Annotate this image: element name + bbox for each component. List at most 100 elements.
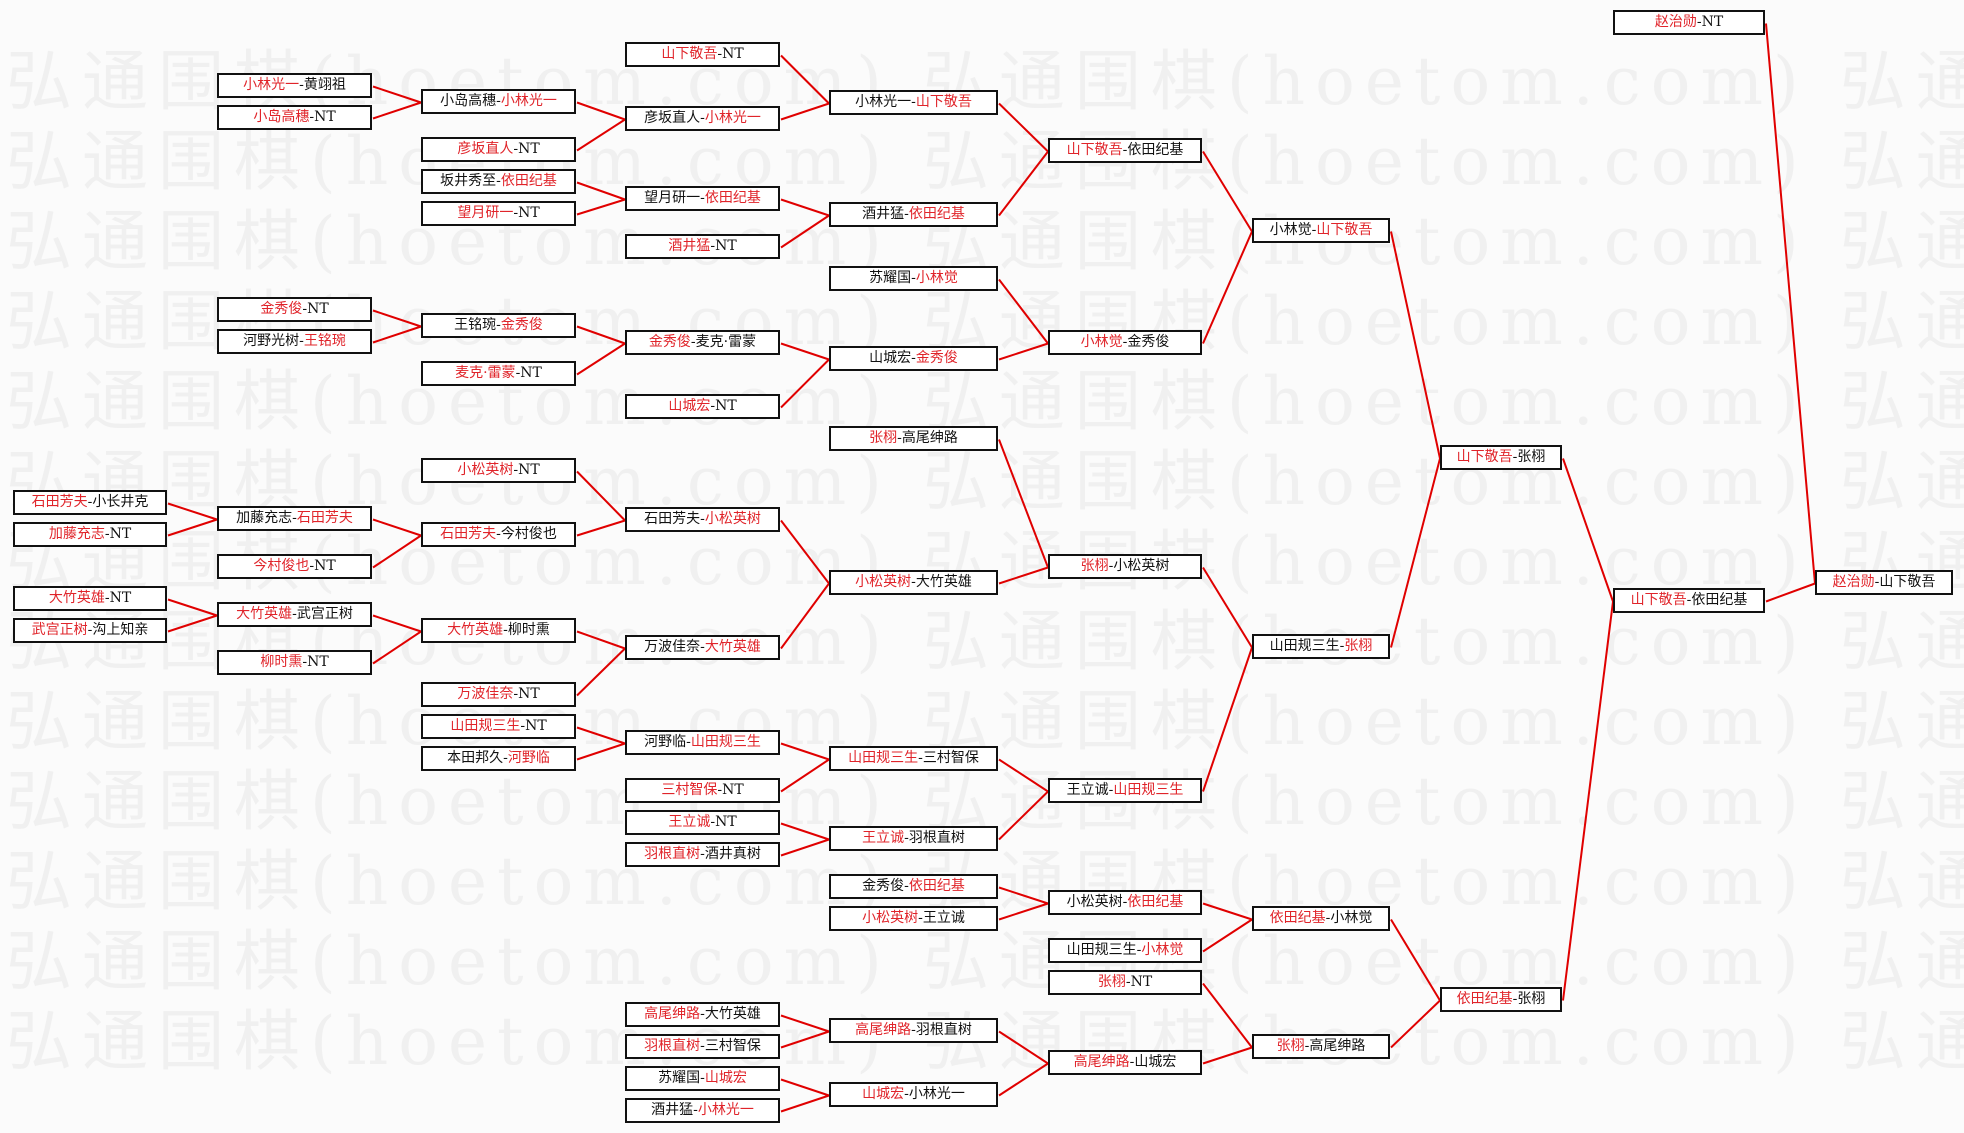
player-2-name: 依田纪基 xyxy=(1691,592,1748,608)
bracket-connector xyxy=(372,534,422,569)
match-box: 金秀俊-依田纪基 xyxy=(829,874,998,899)
match-box: 加藤充志-石田芳夫 xyxy=(217,506,372,531)
separator: - xyxy=(292,510,297,526)
separator: - xyxy=(700,1070,705,1086)
separator: - xyxy=(513,686,519,702)
separator: - xyxy=(717,782,723,798)
match-box: 小林光一-黄翊祖 xyxy=(217,73,372,98)
player-1-name: 金秀俊 xyxy=(260,301,303,317)
separator: - xyxy=(87,494,93,510)
player-2-name: 三村智保 xyxy=(922,750,979,766)
separator: - xyxy=(700,190,705,206)
separator: - xyxy=(496,317,501,333)
player-2-name: 金秀俊 xyxy=(915,350,958,366)
match-box: 王铭琬-金秀俊 xyxy=(421,313,576,338)
player-1-name: 加藤充志 xyxy=(236,510,293,526)
separator: - xyxy=(1696,14,1702,30)
player-2-name: 金秀俊 xyxy=(1127,334,1170,350)
player-2-name: 山下敬吾 xyxy=(1879,574,1936,590)
bracket-connector xyxy=(372,630,422,665)
separator: - xyxy=(1122,142,1128,158)
separator: - xyxy=(897,430,902,446)
player-2-name: NT xyxy=(715,238,737,254)
separator: - xyxy=(513,205,519,221)
player-2-name: NT xyxy=(307,654,329,670)
match-box: 小松英树-王立诚 xyxy=(829,906,998,931)
bracket-connector xyxy=(576,101,626,121)
bracket-connector xyxy=(780,838,830,857)
match-box: 小林光一-山下敬吾 xyxy=(829,90,998,115)
match-box: 王立诚-羽根直树 xyxy=(829,826,998,851)
player-1-name: 加藤充志 xyxy=(48,526,105,542)
match-box: 加藤充志-NT xyxy=(13,522,167,547)
player-1-name: 小松英树 xyxy=(855,574,912,590)
bracket-connector xyxy=(998,902,1049,921)
match-box: 今村俊也-NT xyxy=(217,554,372,579)
player-1-name: 赵治勋 xyxy=(1654,14,1697,30)
separator: - xyxy=(309,109,315,125)
player-2-name: 大竹英雄 xyxy=(704,639,761,655)
match-box: 山下敬吾-依田纪基 xyxy=(1048,138,1202,163)
separator: - xyxy=(1339,638,1345,654)
match-box: 万波佳奈-NT xyxy=(421,682,576,707)
separator: - xyxy=(700,846,705,862)
player-1-name: 万波佳奈 xyxy=(644,639,701,655)
match-box: 大竹英雄-柳时熏 xyxy=(421,618,576,643)
separator: - xyxy=(700,639,705,655)
separator: - xyxy=(1108,558,1114,574)
bracket-connector xyxy=(780,214,830,249)
player-1-name: 柳时熏 xyxy=(260,654,303,670)
player-1-name: 石田芳夫 xyxy=(440,526,497,542)
separator: - xyxy=(1325,910,1331,926)
bracket-connector xyxy=(372,614,422,633)
separator: - xyxy=(496,93,501,109)
separator: - xyxy=(1122,894,1128,910)
separator: - xyxy=(299,333,304,349)
separator: - xyxy=(710,238,716,254)
match-box: 酒井猛-小林光一 xyxy=(625,1098,780,1123)
player-1-name: 小林觉 xyxy=(1269,222,1312,238)
bracket-connector xyxy=(1202,918,1253,953)
separator: - xyxy=(87,622,93,638)
bracket-connector xyxy=(1202,566,1253,649)
bracket-connector xyxy=(167,518,218,537)
player-1-name: 山下敬吾 xyxy=(1066,142,1123,158)
bracket-connector xyxy=(1202,647,1253,792)
bracket-connector xyxy=(1562,601,1614,1001)
player-1-name: 张栩 xyxy=(1080,558,1109,574)
separator: - xyxy=(904,1086,909,1102)
player-2-name: 山下敬吾 xyxy=(1316,222,1373,238)
bracket-connector xyxy=(780,102,830,121)
player-1-name: 高尾绅路 xyxy=(644,1006,701,1022)
player-2-name: 羽根直树 xyxy=(908,830,965,846)
player-2-name: NT xyxy=(715,814,737,830)
player-1-name: 苏耀国 xyxy=(869,270,912,286)
player-1-name: 本田邦久 xyxy=(447,750,504,766)
player-1-name: 河野临 xyxy=(644,734,687,750)
match-box: 羽根直树-酒井真树 xyxy=(625,842,780,867)
match-box: 柳时熏-NT xyxy=(217,650,372,675)
player-2-name: 河野临 xyxy=(507,750,550,766)
bracket-connector xyxy=(780,54,830,105)
bracket-connector xyxy=(576,742,626,761)
bracket-connector xyxy=(998,1062,1049,1097)
bracket-connector xyxy=(780,1078,830,1097)
bracket-connector xyxy=(780,1094,830,1113)
match-box: 山城宏-小林光一 xyxy=(829,1082,998,1107)
player-1-name: 羽根直树 xyxy=(644,846,701,862)
player-2-name: NT xyxy=(722,782,744,798)
match-box: 酒井猛-依田纪基 xyxy=(829,202,998,227)
bracket-connector xyxy=(1202,1046,1253,1065)
separator: - xyxy=(904,206,909,222)
player-2-name: NT xyxy=(722,46,744,62)
player-1-name: 小松英树 xyxy=(862,910,919,926)
player-1-name: 高尾绅路 xyxy=(1073,1054,1130,1070)
match-box: 大竹英雄-武宫正树 xyxy=(217,602,372,627)
player-2-name: 依田纪基 xyxy=(704,190,761,206)
player-2-name: 小林觉 xyxy=(1141,942,1184,958)
player-1-name: 赵治勋 xyxy=(1832,574,1875,590)
player-2-name: 张栩 xyxy=(1517,449,1546,465)
match-box: 高尾绅路-大竹英雄 xyxy=(625,1002,780,1027)
separator: - xyxy=(911,350,916,366)
separator: - xyxy=(309,558,315,574)
